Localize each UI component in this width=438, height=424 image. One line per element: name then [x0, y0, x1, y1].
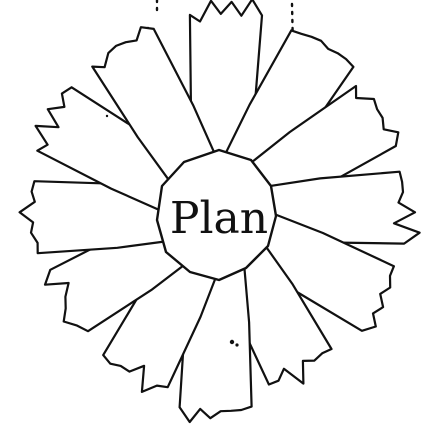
ink-speck — [106, 115, 108, 117]
center-label: Plan — [170, 193, 268, 244]
ink-speck — [230, 340, 234, 344]
ink-speck — [235, 343, 238, 346]
